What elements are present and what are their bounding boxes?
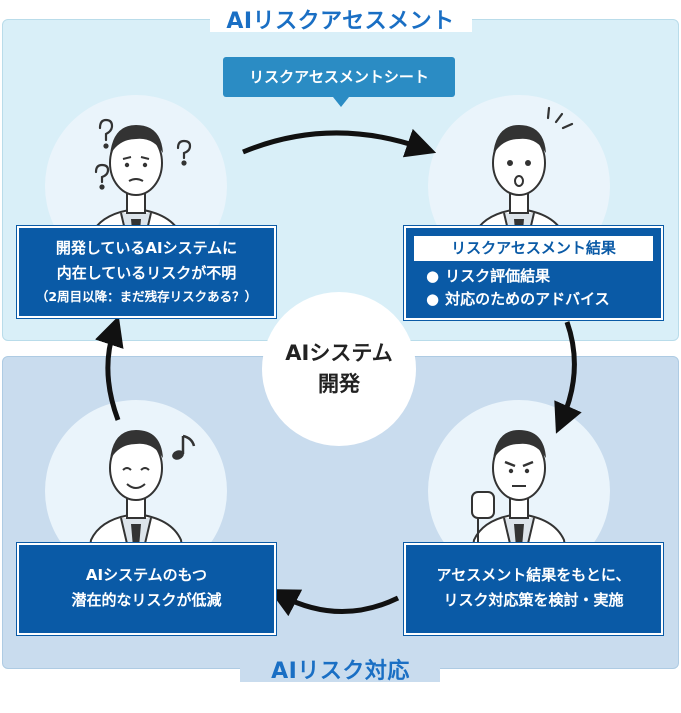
result-bullet-1: ● リスク評価結果 [406, 265, 661, 288]
action-line2: リスク対応策を検討・実施 [443, 591, 624, 609]
unknown-risk-line2: 内在しているリスクが不明 [56, 264, 237, 282]
bullet-dot-icon: ● [426, 290, 440, 308]
bullet-dot-icon: ● [426, 267, 440, 285]
result-bullet-2-text: 対応のためのアドバイス [445, 290, 610, 308]
arrow-bottom [268, 589, 400, 617]
arrow-left [95, 315, 124, 421]
arrow-top [242, 128, 437, 158]
result-bullet-2: ● 対応のためのアドバイス [406, 288, 661, 311]
question-mark-icon [94, 118, 192, 190]
result-bullet-1-text: リスク評価結果 [445, 267, 551, 285]
unknown-risk-line1: 開発しているAIシステムに [55, 239, 238, 257]
music-note-icon [172, 434, 196, 460]
unknown-risk-box: 開発しているAIシステムに 内在しているリスクが不明 （2周目以降：まだ残存リス… [17, 226, 276, 318]
assessment-title: AIリスクアセスメント [226, 9, 455, 34]
arrow-right [554, 321, 582, 434]
title-top-background [210, 2, 472, 32]
sheet-tag-pointer [333, 97, 349, 107]
risk-action-box: アセスメント結果をもとに、 リスク対応策を検討・実施 [404, 543, 663, 635]
risk-reduced-box: AIシステムのもつ 潜在的なリスクが低減 [17, 543, 276, 635]
result-heading: リスクアセスメント結果 [414, 236, 653, 261]
surprise-mark-icon [546, 106, 574, 130]
action-line1: アセスメント結果をもとに、 [436, 566, 631, 584]
reduced-line2: 潜在的なリスクが低減 [71, 591, 222, 609]
center-label: AIシステム 開発 [285, 341, 393, 396]
assessment-sheet-tag: リスクアセスメントシート [223, 57, 455, 97]
ai-system-center: AIシステム 開発 [262, 292, 416, 446]
title-bottom-background [240, 652, 440, 682]
response-title: AIリスク対応 [271, 659, 410, 684]
unknown-risk-note: （2周目以降：まだ残存リスクある？） [35, 289, 258, 304]
assessment-result-box: リスクアセスメント結果 ● リスク評価結果 ● 対応のためのアドバイス [404, 226, 663, 320]
reduced-line1: AIシステムのもつ [85, 566, 208, 584]
